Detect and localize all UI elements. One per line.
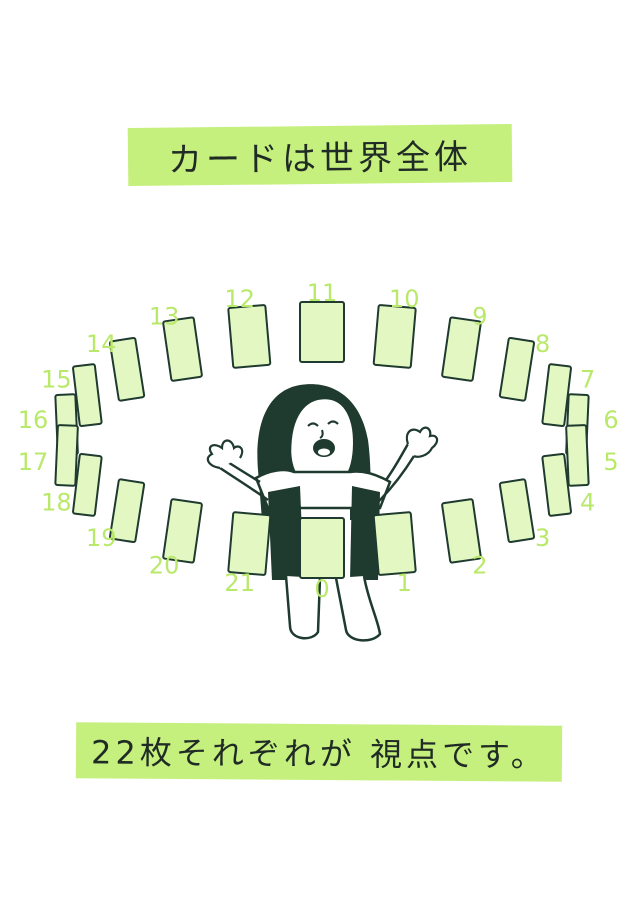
card-number-20: 20 (149, 552, 180, 580)
card-number-11: 11 (307, 279, 338, 307)
card-0 (299, 517, 345, 579)
card-19 (108, 478, 146, 544)
person-with-open-arms-icon (206, 384, 439, 642)
card-18 (72, 453, 103, 517)
card-10 (372, 304, 417, 369)
card-5 (565, 424, 590, 487)
card-number-9: 9 (472, 303, 487, 331)
card-7 (541, 363, 572, 427)
card-21 (227, 511, 272, 576)
card-number-12: 12 (224, 285, 255, 313)
card-number-7: 7 (580, 366, 595, 394)
card-number-10: 10 (389, 285, 420, 313)
card-20 (162, 498, 203, 564)
card-number-17: 17 (18, 448, 49, 476)
card-12 (227, 304, 272, 369)
card-number-15: 15 (41, 366, 72, 394)
card-11 (299, 301, 345, 363)
card-1 (372, 511, 417, 576)
card-number-16: 16 (18, 406, 49, 434)
card-number-6: 6 (603, 406, 618, 434)
card-number-3: 3 (535, 524, 550, 552)
back-cards-group (54, 301, 590, 456)
card-3 (498, 478, 536, 544)
card-13 (162, 316, 203, 382)
card-number-19: 19 (86, 524, 117, 552)
card-number-8: 8 (535, 330, 550, 358)
card-14 (108, 336, 146, 402)
card-number-14: 14 (86, 330, 117, 358)
bottom-caption-text: 22枚それぞれが 視点です。 (90, 733, 547, 775)
card-number-0: 0 (314, 575, 329, 603)
bottom-caption: 22枚それぞれが 視点です。 (75, 722, 563, 782)
card-number-18: 18 (41, 489, 72, 517)
card-8 (498, 336, 536, 402)
card-number-4: 4 (580, 489, 595, 517)
card-2 (441, 498, 482, 564)
card-number-21: 21 (224, 569, 255, 597)
card-number-5: 5 (603, 448, 618, 476)
front-cards-group (54, 424, 590, 579)
card-9 (441, 316, 482, 382)
card-number-2: 2 (472, 552, 487, 580)
card-number-1: 1 (397, 569, 412, 597)
card-17 (54, 424, 79, 487)
card-number-13: 13 (149, 303, 180, 331)
